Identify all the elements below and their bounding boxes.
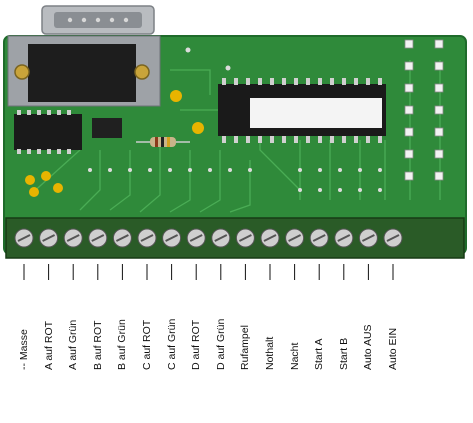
screw-slot <box>140 234 154 242</box>
screw-slot <box>361 234 375 242</box>
screw-slot <box>263 234 277 242</box>
small-chip <box>92 118 122 138</box>
solder-pads <box>88 47 382 192</box>
screw-slot <box>337 234 351 242</box>
small-ic <box>14 110 82 154</box>
screw-slot <box>238 234 252 242</box>
resistor <box>136 137 190 147</box>
screw-slot <box>214 234 228 242</box>
screw-slot <box>17 234 31 242</box>
screw-slot <box>66 234 80 242</box>
label-tick-marks <box>23 264 394 280</box>
screw-slot <box>115 234 129 242</box>
screw-slot <box>189 234 203 242</box>
terminal-screws <box>14 228 403 248</box>
screw-slot <box>91 234 105 242</box>
screw-slot <box>42 234 56 242</box>
screw-slot <box>165 234 179 242</box>
connector-housing <box>7 35 161 107</box>
header-pads <box>404 39 444 181</box>
screw-slot <box>288 234 302 242</box>
microcontroller-chip <box>218 78 386 143</box>
db9-connector <box>41 5 155 35</box>
capacitors <box>25 90 204 197</box>
screw-slot <box>386 234 400 242</box>
screw-slot <box>312 234 326 242</box>
